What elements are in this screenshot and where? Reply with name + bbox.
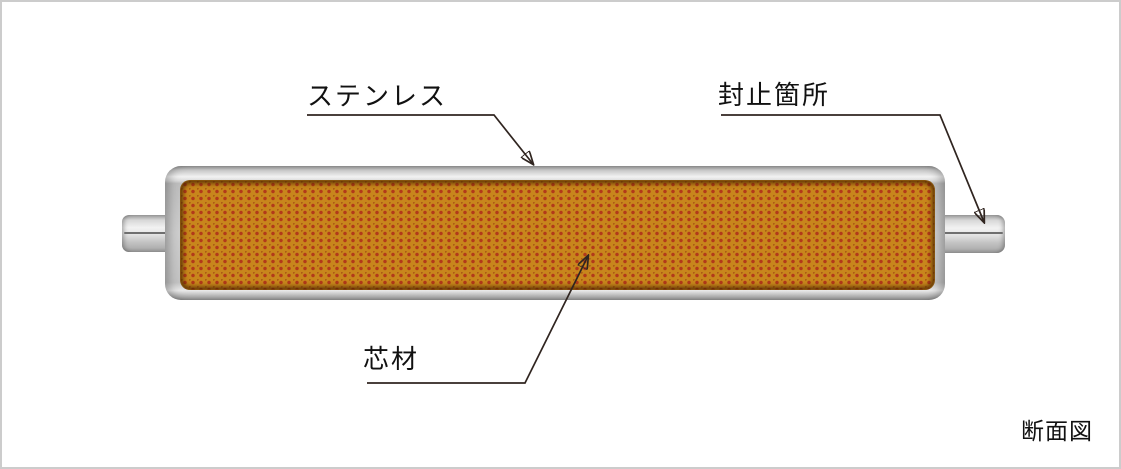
panel-right-end-tab xyxy=(938,215,1005,253)
stainless-leader-line xyxy=(307,114,533,164)
label-seal-point: 封止箇所 xyxy=(718,80,831,110)
panel-left-end-tab xyxy=(122,215,172,252)
caption-cross-section-view: 断面図 xyxy=(1021,418,1093,444)
right-seam-line xyxy=(940,232,1003,234)
label-stainless: ステンレス xyxy=(307,81,448,111)
label-core-material: 芯材 xyxy=(363,344,420,374)
left-seam-line xyxy=(124,232,170,234)
core-material xyxy=(180,180,935,290)
